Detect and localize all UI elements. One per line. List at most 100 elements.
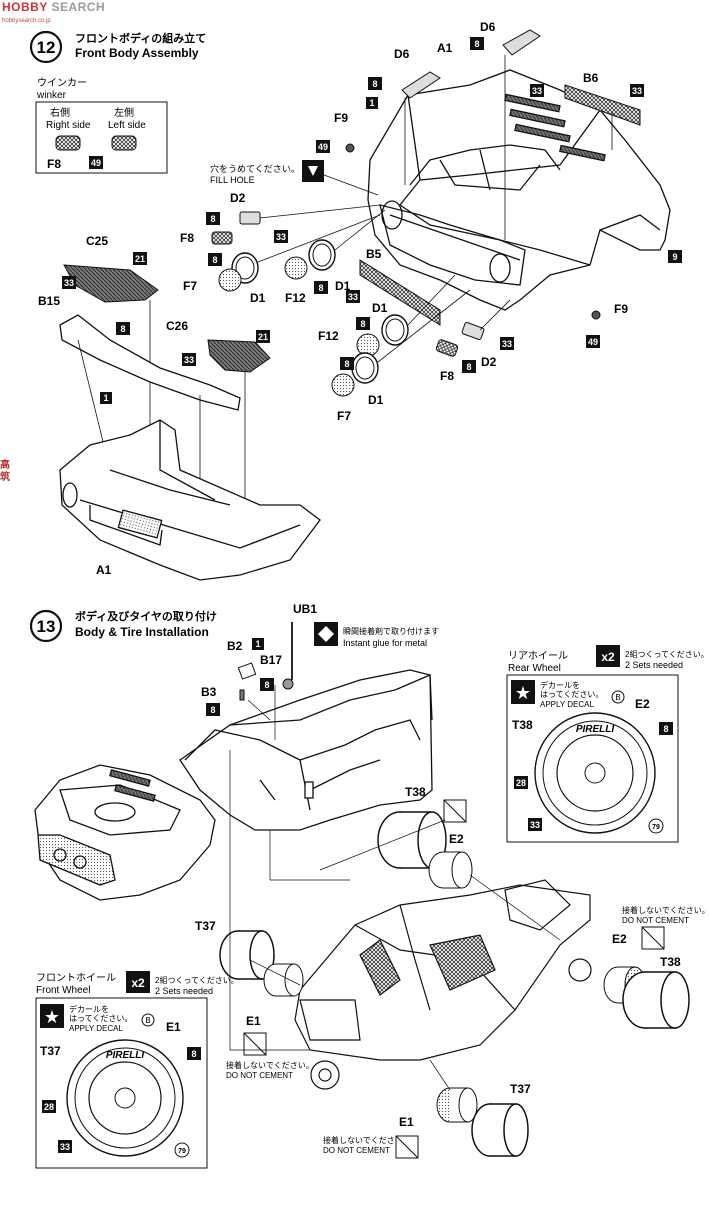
svg-text:8: 8: [212, 255, 217, 265]
part-b15: B15 8 1: [38, 294, 241, 510]
lens-f7-b: F7: [331, 373, 355, 423]
svg-text:デカールを: デカールを: [540, 680, 580, 690]
svg-text:はってください。: はってください。: [540, 690, 603, 699]
svg-text:D6: D6: [394, 47, 410, 61]
right-side-jp: 右側: [50, 106, 70, 119]
svg-text:21: 21: [258, 332, 268, 342]
wheel-e1-lower: E1 接着しないでください。 DO NOT CEMENT: [323, 1087, 478, 1159]
lower-body-a1: [59, 419, 321, 581]
front-body-a1: [367, 69, 671, 311]
winker-f8-bottom: F8 8: [435, 339, 476, 383]
grille-b5: B5 33: [346, 247, 441, 326]
step-12-title-en: Front Body Assembly: [75, 46, 199, 60]
svg-text:C26: C26: [166, 319, 188, 333]
svg-text:E1: E1: [399, 1115, 414, 1129]
assembly-guides: [229, 685, 561, 1091]
svg-text:接着しないでください。: 接着しないでください。: [622, 905, 709, 915]
svg-text:D2: D2: [481, 355, 497, 369]
svg-text:49: 49: [91, 158, 101, 168]
svg-text:Front Wheel: Front Wheel: [36, 985, 90, 996]
winker-part-label: F8: [47, 157, 61, 171]
svg-text:33: 33: [632, 86, 642, 96]
svg-text:F7: F7: [183, 279, 197, 293]
label-a1-bottom: A1: [96, 563, 112, 577]
headlight-d1-d: D1 8: [340, 289, 471, 407]
svg-text:D6: D6: [480, 20, 496, 34]
part-b2: B2 1: [227, 638, 264, 680]
step-13-title-jp: ボディ及びタイヤの取り付け: [75, 609, 217, 623]
lens-f12-a: F12 8: [284, 256, 328, 305]
winker-f8-top: F8: [180, 231, 233, 245]
svg-text:E2: E2: [612, 932, 627, 946]
winker-right-icon: [55, 135, 81, 151]
svg-text:Rear Wheel: Rear Wheel: [508, 663, 561, 674]
svg-text:8: 8: [466, 362, 471, 372]
svg-text:E2: E2: [449, 832, 464, 846]
winker-label-en: winker: [36, 90, 67, 101]
svg-text:x2: x2: [131, 976, 145, 990]
svg-text:B3: B3: [201, 685, 217, 699]
wheel-e1-upper: E1 接着しないでください。 DO NOT CEMENT: [226, 963, 314, 1080]
svg-text:D1: D1: [335, 279, 351, 293]
svg-text:49: 49: [588, 337, 598, 347]
svg-text:49: 49: [318, 142, 328, 152]
step-12-number: 12: [37, 38, 56, 57]
svg-text:8: 8: [474, 39, 479, 49]
svg-text:33: 33: [184, 355, 194, 365]
svg-text:1: 1: [255, 639, 260, 649]
svg-text:D2: D2: [230, 191, 246, 205]
svg-text:B: B: [145, 1016, 150, 1025]
svg-text:C25: C25: [86, 234, 108, 248]
tire-t37-lower: T37: [471, 1082, 531, 1157]
rear-wheel-panel: リアホイール Rear Wheel x2 2組つくってください。 2 Sets …: [506, 645, 709, 843]
svg-text:8: 8: [344, 359, 349, 369]
star-decal-icon: [40, 1004, 64, 1028]
wheel-e2-upper: E2: [428, 832, 473, 889]
svg-text:33: 33: [502, 339, 512, 349]
svg-text:接着しないでください。: 接着しないでください。: [226, 1060, 314, 1070]
lens-f7-a: F7: [183, 268, 242, 293]
right-side-en: Right side: [46, 120, 91, 131]
svg-text:DO NOT CEMENT: DO NOT CEMENT: [226, 1071, 293, 1080]
svg-text:33: 33: [64, 278, 74, 288]
svg-text:1: 1: [369, 98, 374, 108]
headlight-d1-c: D1 8: [356, 274, 456, 346]
svg-text:33: 33: [60, 1142, 70, 1152]
svg-text:F8: F8: [180, 231, 194, 245]
x2-badge: [126, 971, 150, 993]
watermark-url: hobbysearch.co.jp: [2, 18, 51, 24]
part-b3: B3 8: [201, 685, 245, 716]
svg-text:8: 8: [264, 680, 269, 690]
svg-text:F7: F7: [337, 409, 351, 423]
svg-text:瞬間接着剤で取り付けます: 瞬間接着剤で取り付けます: [343, 626, 439, 636]
color-chip-49: [89, 156, 103, 169]
svg-text:接着しないでください。: 接着しないでください。: [323, 1135, 411, 1145]
svg-text:8: 8: [210, 705, 215, 715]
svg-text:1: 1: [103, 393, 108, 403]
star-decal-icon: [511, 680, 535, 704]
svg-text:B5: B5: [366, 247, 382, 261]
tire-t38-right: T38: [622, 955, 690, 1029]
svg-text:D1: D1: [368, 393, 384, 407]
do-not-cement-icon: [443, 799, 467, 823]
step-12-title-jp: フロントボディの組み立て: [75, 31, 206, 45]
svg-text:28: 28: [44, 1102, 54, 1112]
svg-text:F9: F9: [334, 111, 348, 125]
vent-d6-right: D6 8: [470, 20, 541, 240]
body-shell: [179, 669, 433, 831]
svg-text:8: 8: [191, 1049, 196, 1059]
step-13-title-en: Body & Tire Installation: [75, 625, 209, 639]
step-13: 13 ボディ及びタイヤの取り付け Body & Tire Installatio…: [29, 602, 709, 1169]
svg-text:T37: T37: [40, 1044, 61, 1058]
svg-text:E1: E1: [166, 1020, 181, 1034]
part-b17: B17 8: [260, 653, 294, 691]
x2-badge: [596, 645, 620, 667]
svg-text:B2: B2: [227, 639, 243, 653]
svg-text:33: 33: [530, 820, 540, 830]
svg-text:79: 79: [178, 1148, 186, 1155]
svg-text:T38: T38: [512, 718, 533, 732]
svg-text:79: 79: [652, 824, 660, 831]
svg-text:★: ★: [515, 683, 531, 703]
